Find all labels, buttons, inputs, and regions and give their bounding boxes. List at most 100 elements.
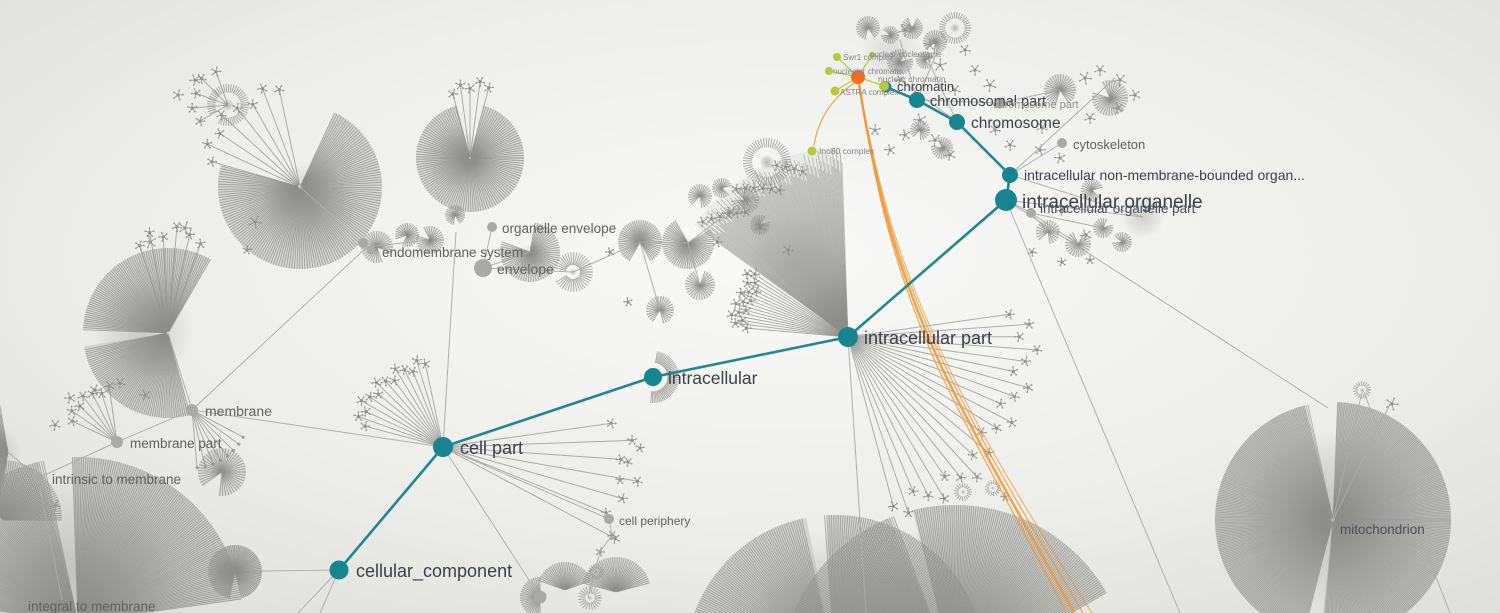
leaf-node-glyph[interactable] (944, 149, 956, 161)
term-label[interactable]: nucleolar chromatin (833, 67, 903, 76)
leaf-node-glyph[interactable] (64, 392, 75, 404)
leaf-node-glyph[interactable] (949, 85, 961, 96)
leaf-node-glyph[interactable] (623, 297, 633, 307)
collapsed-subtree-fan[interactable] (448, 76, 495, 157)
leaf-node-glyph[interactable] (899, 129, 911, 141)
collapsed-subtree-fan[interactable] (1092, 217, 1114, 239)
term-label[interactable]: membrane part (130, 436, 222, 451)
leaf-node-glyph[interactable] (1129, 89, 1141, 101)
collapsed-subtree-fan[interactable] (684, 270, 716, 301)
collapsed-subtree-fan[interactable] (1080, 178, 1104, 202)
leaf-node-glyph[interactable] (49, 419, 61, 431)
collapsed-subtree-fan[interactable] (202, 83, 301, 187)
astra-complex-node-node[interactable] (830, 86, 840, 96)
intracellular-label[interactable]: intracellular (668, 368, 758, 388)
term-label[interactable]: nuclear nucleosome (870, 50, 942, 59)
collapsed-subtree-fan[interactable] (207, 544, 262, 599)
term-label[interactable]: chromosome part (993, 99, 1079, 111)
collapsed-subtree-fan[interactable] (206, 83, 249, 127)
chromosome-node[interactable] (949, 114, 965, 130)
collapsed-subtree-fan[interactable] (187, 66, 229, 127)
intracellular-non-membrane-bounded-organelle-label[interactable]: intracellular non-membrane-bounded organ… (1024, 167, 1305, 183)
leaf-node-glyph[interactable] (1113, 73, 1127, 87)
envelope-node[interactable] (474, 259, 492, 277)
collapsed-subtree-fan[interactable] (1043, 73, 1077, 106)
leaf-node-glyph[interactable] (884, 144, 896, 156)
leaf-node-glyph[interactable] (1080, 229, 1092, 241)
leaf-node-glyph[interactable] (1386, 397, 1399, 411)
collapsed-subtree-fan[interactable] (538, 561, 592, 591)
ino80-complex-node-node[interactable] (807, 146, 817, 156)
term-label[interactable]: mitochondrion (1340, 522, 1425, 537)
term-label[interactable]: envelope (497, 261, 554, 277)
collapsed-subtree-fan[interactable] (197, 447, 246, 497)
leaf-node-glyph[interactable] (924, 39, 936, 51)
leaf-node-glyph[interactable] (969, 65, 981, 76)
collapsed-subtree-fan[interactable] (939, 11, 971, 45)
collapsed-subtree-fan[interactable] (135, 222, 206, 332)
term-label[interactable]: integral to membrane (28, 599, 156, 613)
leaf-node-glyph[interactable] (1078, 71, 1092, 85)
intracellular-node[interactable] (644, 368, 662, 386)
collapsed-subtree-fan[interactable] (191, 410, 245, 470)
term-label[interactable]: intrinsic to membrane (52, 472, 181, 487)
leaf-node-glyph[interactable] (1004, 139, 1016, 151)
leaf-node-glyph[interactable] (923, 53, 933, 63)
leaf-node-glyph[interactable] (143, 235, 157, 249)
leaf-node-glyph[interactable] (189, 74, 201, 86)
leaf-node-glyph[interactable] (928, 134, 942, 147)
leaf-node-glyph[interactable] (959, 44, 971, 56)
nuclear-chromatin-node-node[interactable] (879, 81, 889, 91)
term-label[interactable]: endomembrane system (382, 245, 523, 260)
intracellular-organelle-label[interactable]: intracellular organelle (1022, 192, 1203, 213)
swr1-complex-node[interactable] (833, 53, 841, 61)
bottom-cluster-node-node[interactable] (533, 590, 547, 604)
leaf-node-glyph[interactable] (1027, 247, 1037, 257)
leaf-node-glyph[interactable] (248, 215, 262, 229)
leaf-node-glyph[interactable] (933, 58, 947, 71)
cell-periphery-node[interactable] (604, 514, 614, 524)
leaf-node-glyph[interactable] (1094, 65, 1106, 76)
leaf-node-glyph[interactable] (242, 245, 252, 255)
collapsed-subtree-fan[interactable] (499, 222, 561, 283)
leaf-node-glyph[interactable] (615, 475, 625, 485)
collapsed-subtree-fan[interactable] (694, 147, 849, 337)
collapsed-subtree-fan[interactable] (217, 112, 383, 270)
collapsed-subtree-fan[interactable] (578, 585, 602, 611)
leaf-node-glyph[interactable] (139, 389, 150, 401)
term-label[interactable]: intracellular organelle part (1040, 201, 1196, 216)
selected-term-node[interactable] (851, 70, 865, 84)
collapsed-subtree-fan[interactable] (985, 479, 1001, 497)
intracellular-part-label[interactable]: intracellular part (864, 328, 992, 348)
collapsed-subtree-fan[interactable] (444, 204, 466, 225)
chromosomal-part-node[interactable] (909, 92, 925, 108)
term-label[interactable]: Swr1 complex (843, 53, 893, 62)
collapsed-subtree-fan[interactable] (1111, 231, 1133, 253)
organelle-envelope-node[interactable] (487, 222, 497, 232)
term-label[interactable]: Ino80 complex (819, 146, 875, 156)
collapsed-subtree-fan[interactable] (687, 183, 713, 208)
chromosome-label[interactable]: chromosome (971, 115, 1061, 132)
cytoskeleton-node-node[interactable] (1057, 138, 1067, 148)
collapsed-subtree-fan[interactable] (353, 355, 444, 447)
intracellular-non-membrane-bounded-organelle-node[interactable] (1002, 167, 1018, 183)
term-label[interactable]: membrane (205, 403, 272, 419)
collapsed-subtree-fan[interactable] (446, 418, 643, 544)
collapsed-subtree-fan[interactable] (415, 225, 445, 255)
chromosome-part-gray-node[interactable] (994, 97, 1006, 109)
chromatin-label[interactable]: chromatin (897, 79, 954, 94)
small-green-node-node[interactable] (869, 52, 875, 58)
leaf-node-glyph[interactable] (179, 221, 192, 235)
term-label[interactable]: nuclear chromatin (878, 74, 946, 84)
cellular-component-label[interactable]: cellular_component (356, 561, 512, 582)
leaf-node-glyph[interactable] (1084, 113, 1096, 124)
term-label[interactable]: cell periphery (619, 514, 690, 528)
cell-part-node[interactable] (433, 437, 453, 457)
cellular-component-node[interactable] (329, 560, 349, 580)
leaf-node-glyph[interactable] (754, 223, 766, 234)
membrane-part-node[interactable] (111, 436, 123, 448)
collapsed-subtree-fan[interactable] (83, 247, 211, 419)
leaf-node-glyph[interactable] (90, 384, 101, 396)
organelle-part-node-node[interactable] (1026, 208, 1036, 218)
